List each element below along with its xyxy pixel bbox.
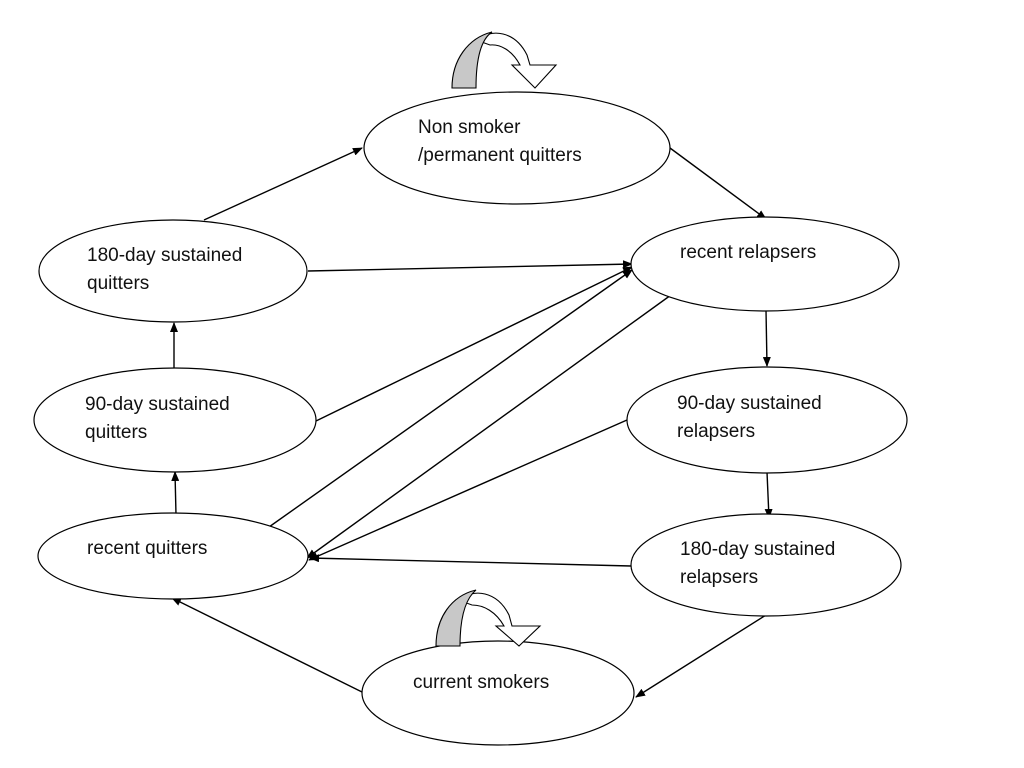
node-90-day-sustained-quitters: 90-day sustained quitters [33, 367, 317, 473]
self-loop-current-smokers-arrow-icon [456, 592, 542, 647]
node-current-smokers: current smokers [361, 640, 635, 746]
node-r180-line-1: 180-day sustained [680, 539, 835, 560]
node-90-day-sustained-quitters-shape [33, 367, 317, 473]
node-180-day-sustained-quitters-shape [38, 219, 308, 323]
svg-text:recent relapsers: recent relapsers [680, 242, 816, 263]
svg-text:recent quitters: recent quitters [87, 538, 207, 559]
node-180-day-sustained-quitters: 180-day sustained quitters [38, 219, 308, 323]
svg-text:90-day sustained quitter: 90-day sustained quitters [85, 394, 235, 443]
edge-non-smoker-to-recent-relapsers [669, 147, 767, 220]
edge-r90-to-r180 [764, 471, 773, 519]
node-recent-relapsers: recent relapsers [630, 216, 900, 312]
node-recent-quitters-shape [37, 512, 309, 600]
svg-text:Non smoker /permanent qu: Non smoker /permanent quitters [418, 117, 582, 166]
node-q180-line-1: 180-day sustained [87, 245, 242, 266]
node-recent-relapsers-line-1: recent relapsers [680, 242, 816, 263]
edge-r180-to-recent-quitters [309, 554, 632, 567]
svg-text:180-day sustained relaps: 180-day sustained relapsers [680, 539, 841, 588]
edge-current-smokers-to-recent-quitters [171, 597, 363, 693]
node-current-smokers-shape [361, 640, 635, 746]
node-recent-quitters-line-1: recent quitters [87, 538, 207, 559]
node-non-smoker-line-2: /permanent quitters [418, 145, 582, 166]
node-non-smoker: Non smoker /permanent quitters [363, 91, 671, 205]
edge-q90-to-recent-relapsers [315, 266, 633, 422]
self-loop-non-smoker-arrow-icon [474, 32, 558, 89]
svg-text:180-day sustained quitte: 180-day sustained quitters [87, 245, 248, 294]
node-r180-line-2: relapsers [680, 567, 758, 588]
node-non-smoker-shape [363, 91, 671, 205]
node-90-day-sustained-relapsers-shape [626, 366, 908, 474]
self-loop-current-smokers [435, 589, 542, 647]
edge-r180-to-current-smokers [635, 614, 767, 698]
node-non-smoker-line-1: Non smoker [418, 117, 521, 138]
edge-q180-to-non-smoker [203, 147, 363, 221]
edge-recent-quitters-to-q90 [171, 471, 180, 516]
svg-text:current smokers: current smokers [413, 672, 549, 693]
node-recent-relapsers-shape [630, 216, 900, 312]
node-q90-line-1: 90-day sustained [85, 394, 230, 415]
edge-q180-to-recent-relapsers [307, 260, 633, 272]
node-q180-line-2: quitters [87, 273, 149, 294]
node-r90-line-1: 90-day sustained [677, 393, 822, 414]
self-loop-current-smokers-band-icon [435, 589, 477, 647]
node-recent-quitters: recent quitters [37, 512, 309, 600]
edge-recent-relapsers-to-r90 [762, 309, 771, 367]
node-90-day-sustained-relapsers: 90-day sustained relapsers [626, 366, 908, 474]
edge-r90-to-recent-quitters [308, 419, 628, 561]
edge-recent-relapsers-to-recent-quitters [306, 294, 672, 559]
edge-recent-quitters-to-recent-relapsers [268, 269, 633, 528]
svg-text:90-day sustained relapse: 90-day sustained relapsers [677, 393, 827, 442]
self-loop-non-smoker [451, 31, 558, 89]
edges [170, 147, 773, 698]
node-q90-line-2: quitters [85, 422, 147, 443]
node-180-day-sustained-relapsers: 180-day sustained relapsers [630, 513, 902, 617]
node-current-smokers-line-1: current smokers [413, 672, 549, 693]
self-loop-non-smoker-band-icon [451, 31, 493, 89]
node-r90-line-2: relapsers [677, 421, 755, 442]
node-180-day-sustained-relapsers-shape [630, 513, 902, 617]
